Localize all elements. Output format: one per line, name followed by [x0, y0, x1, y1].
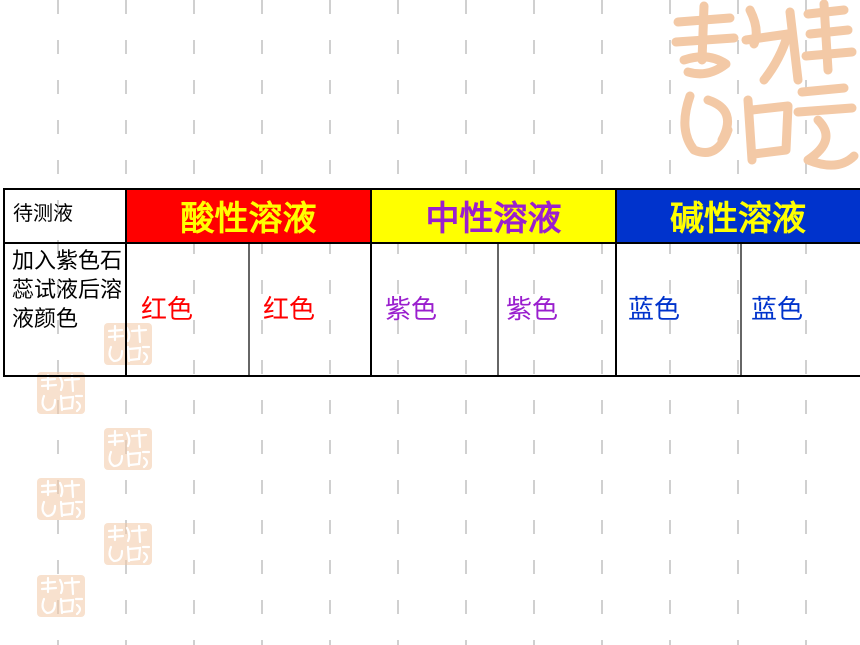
color-value-cell: 蓝色 — [751, 295, 804, 325]
color-value-cell: 红色 — [141, 295, 194, 325]
decorative-seal-icon — [671, 0, 859, 170]
small-seal-icon — [37, 372, 85, 414]
acid-solution-header: 酸性溶液 — [180, 199, 317, 239]
small-seal-icon — [104, 323, 152, 365]
table-grid — [3, 188, 860, 377]
neutral-band — [371, 188, 616, 243]
color-value-cell: 蓝色 — [628, 295, 681, 325]
neutral-solution-header: 中性溶液 — [425, 199, 562, 239]
header-label: 待测液 — [13, 201, 73, 225]
base-solution-header: 碱性溶液 — [670, 199, 806, 239]
acid-band — [126, 188, 371, 243]
color-value-cell: 红色 — [263, 295, 316, 325]
small-seal-icon — [104, 428, 152, 470]
small-seal-icon — [37, 575, 85, 617]
small-seal-icon — [37, 478, 85, 520]
row-label: 加入紫色石蕊试液后溶液颜色 — [12, 249, 123, 332]
small-seal-icon — [104, 523, 152, 565]
base-band — [616, 188, 860, 243]
color-value-cell: 紫色 — [385, 295, 438, 325]
color-value-cell: 紫色 — [506, 295, 559, 325]
indicator-table: 待测液 酸性溶液 中性溶液 碱性溶液 加入紫色石蕊试液后溶液颜色 红色 红色 紫… — [3, 188, 860, 377]
